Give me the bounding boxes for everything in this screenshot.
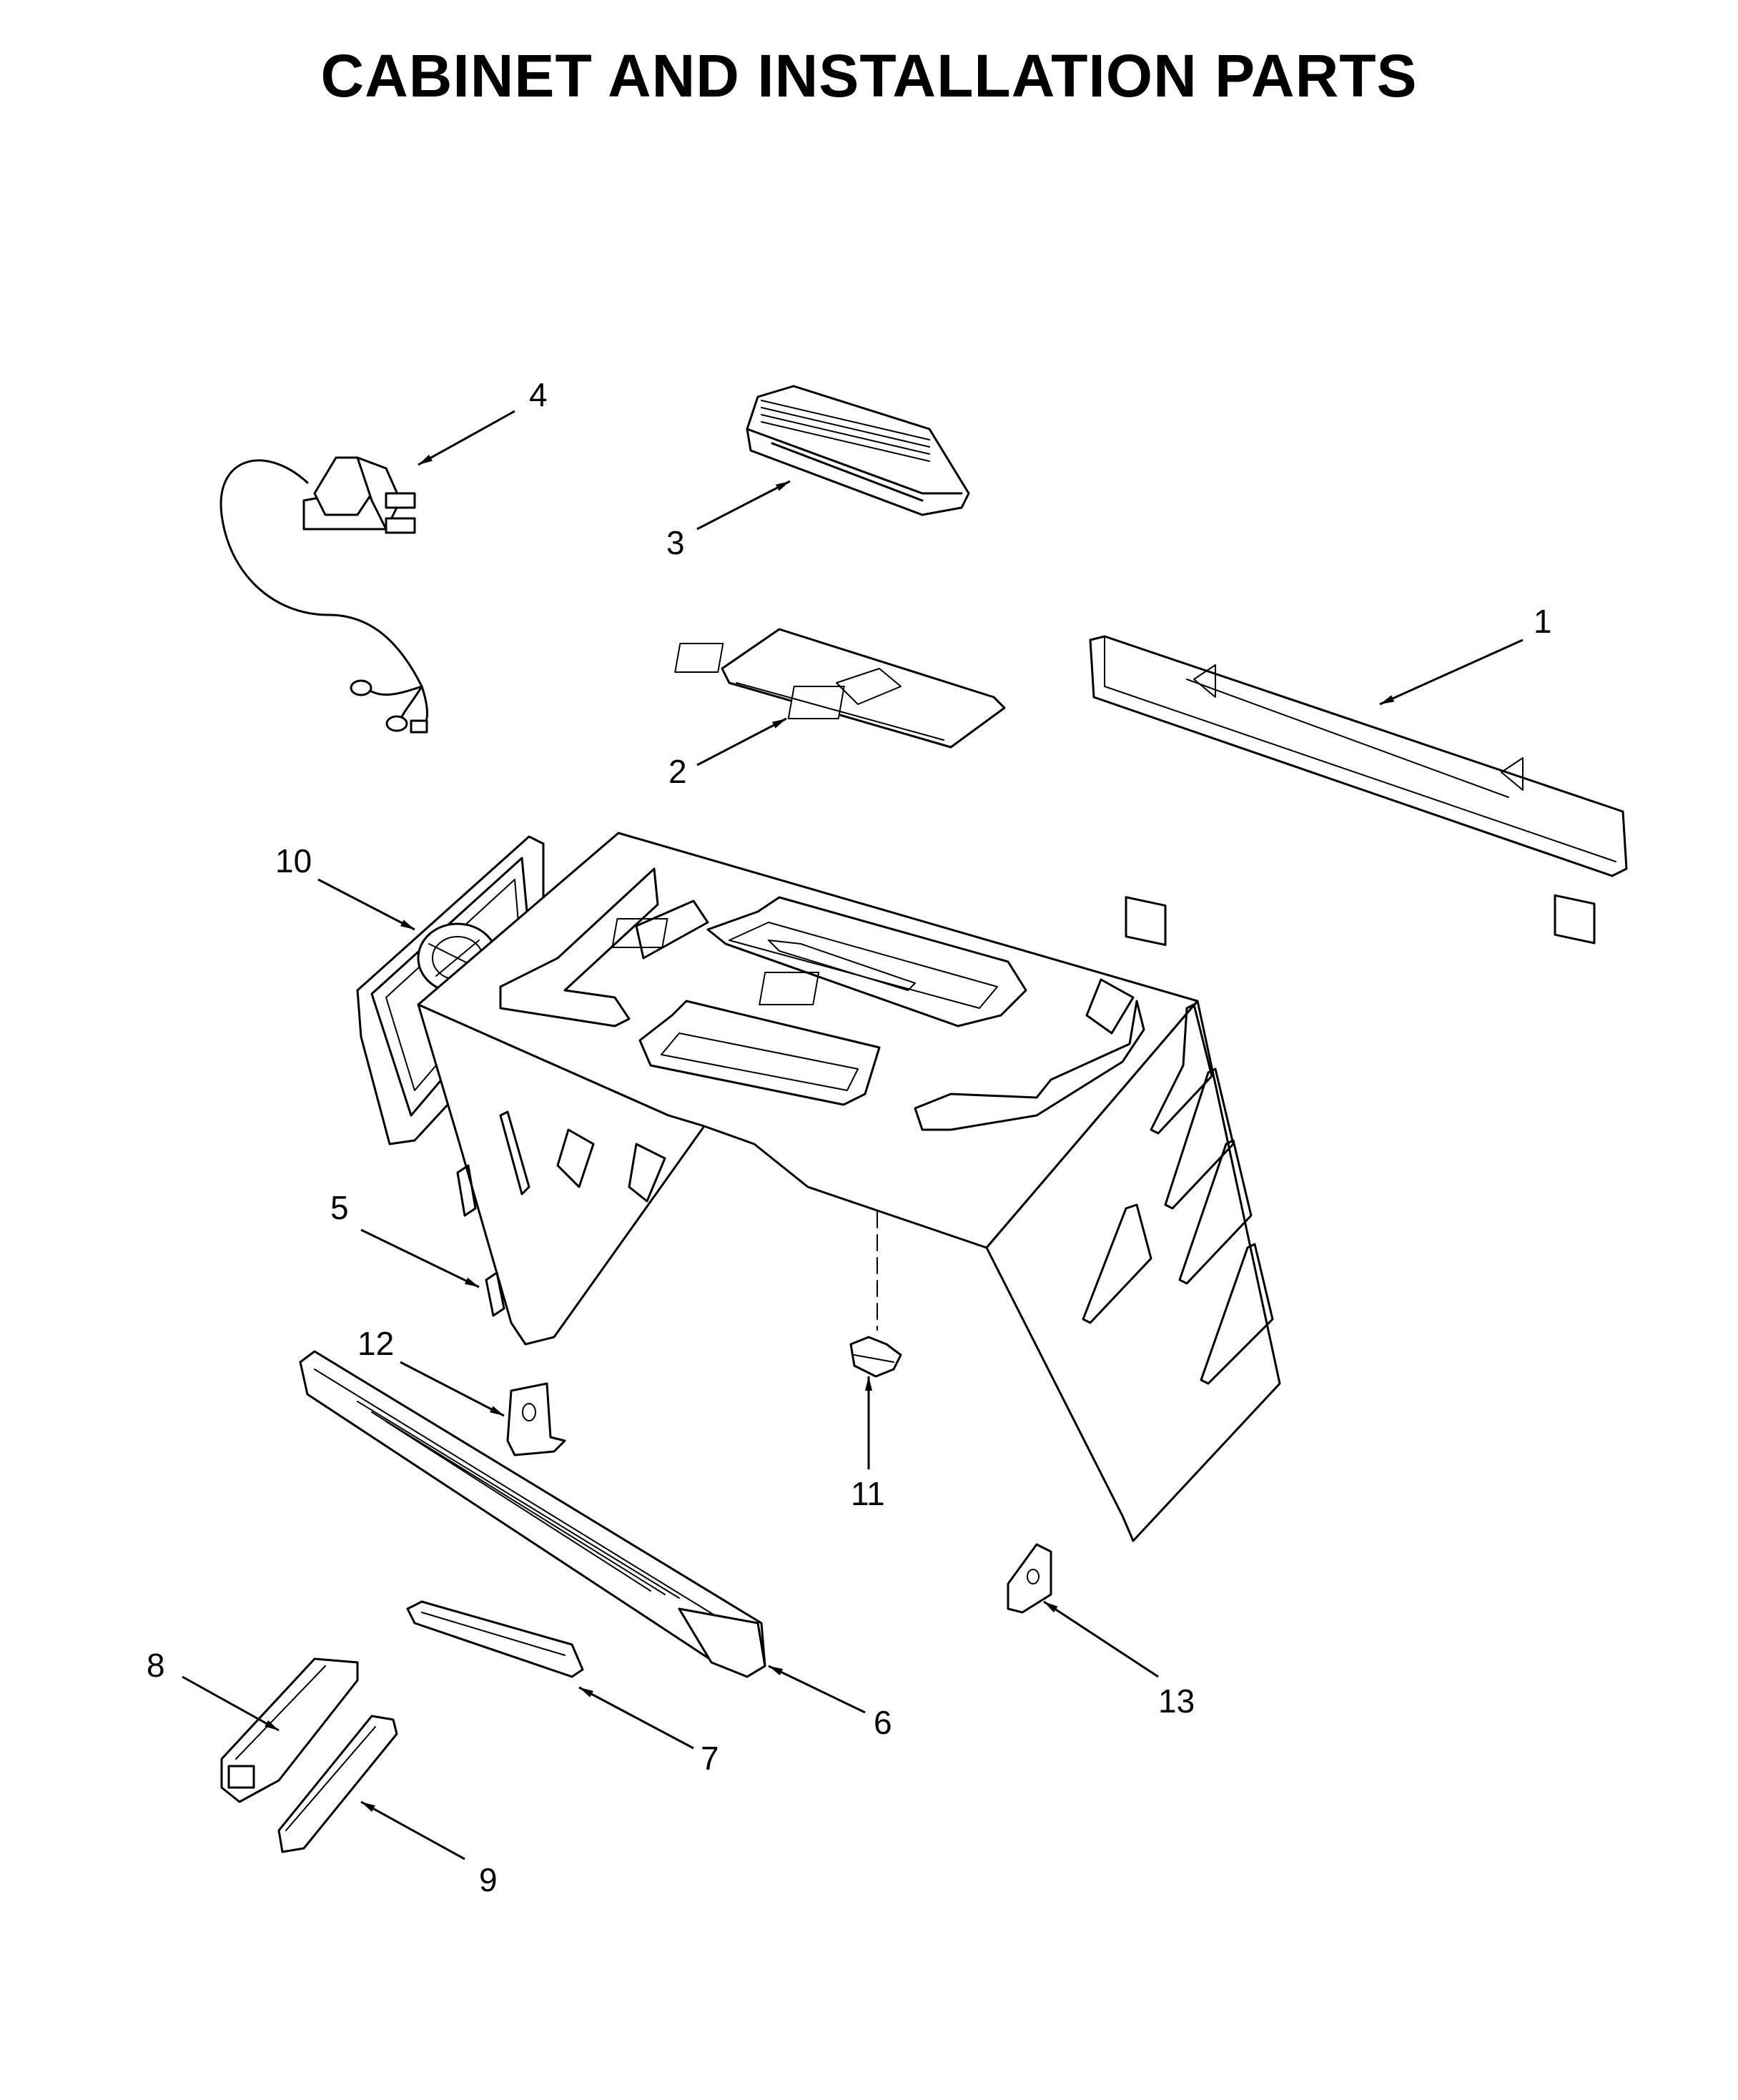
callout-12: 12 [357,1325,394,1362]
part-1-wall-rail [1089,635,1628,947]
arrow-7 [578,1686,694,1750]
arrow-1 [1379,639,1524,706]
part-2-mounting-plate [674,628,1006,749]
part-12-bracket [506,1382,566,1456]
callout-5: 5 [330,1189,349,1226]
page-title: CABINET AND INSTALLATION PARTS [320,42,1418,109]
arrow-9 [360,1800,465,1860]
arrow-3 [696,480,791,531]
callout-arrows [182,410,1524,1860]
callout-8: 8 [147,1647,165,1684]
callout-13: 13 [1158,1682,1195,1720]
arrow-10 [317,878,415,931]
arrow-8 [182,1675,280,1732]
part-11-clip [849,1336,902,1378]
callout-4: 4 [529,376,548,413]
part-6-front-trim [299,1350,766,1678]
part-9-damper-right [277,1715,398,1853]
arrow-4 [418,410,515,466]
arrow-2 [696,717,787,766]
callout-1: 1 [1534,603,1552,640]
callout-11: 11 [851,1475,885,1512]
part-7-duct-piece [406,1600,584,1678]
part-13-bracket [1007,1543,1052,1614]
callout-6: 6 [874,1704,892,1741]
callout-10: 10 [275,842,312,879]
arrow-13 [1043,1600,1159,1678]
arrow-6 [768,1665,866,1714]
callout-3: 3 [666,524,685,561]
callout-7: 7 [701,1740,719,1777]
callout-labels: 1 2 3 4 5 6 7 8 9 10 11 12 13 [147,376,1552,1898]
arrow-12 [400,1361,505,1417]
part-8-damper-left [220,1657,359,1803]
arrow-5 [360,1228,480,1288]
callout-9: 9 [479,1861,498,1898]
callout-2: 2 [668,753,687,790]
part-3-vent-grille [746,385,970,516]
part-5-cabinet [417,832,1281,1542]
part-4-power-cord [219,456,428,734]
